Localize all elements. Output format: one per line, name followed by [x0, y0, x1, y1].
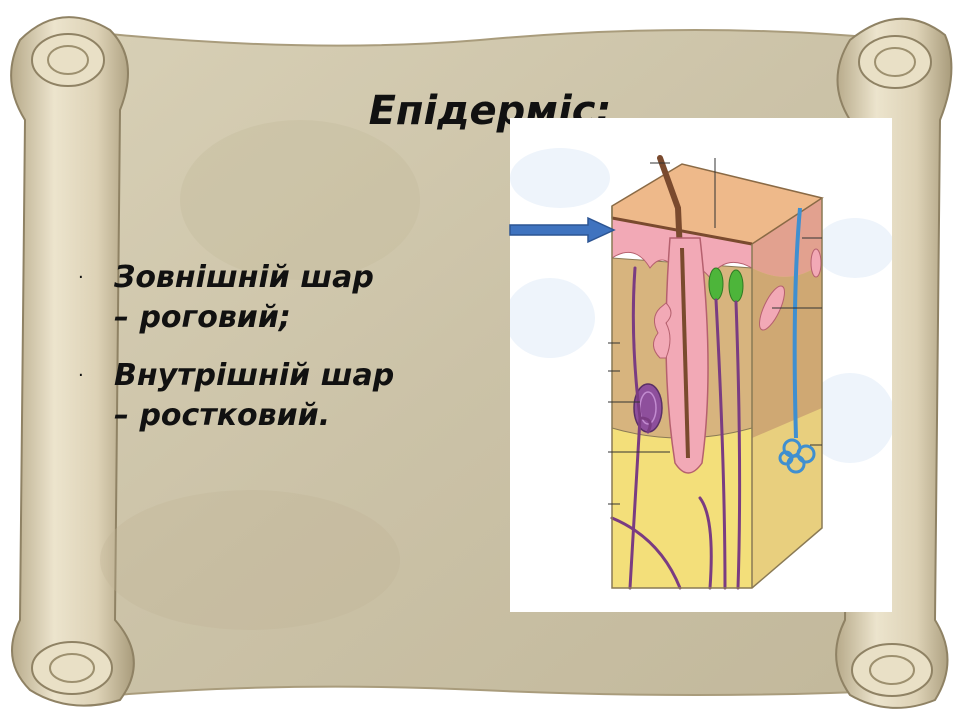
sebaceous-gland	[708, 267, 724, 301]
label-pointer-lines	[608, 158, 822, 505]
bullet-list: · Зовнішній шар – роговий; · Внутрішній …	[70, 258, 510, 454]
bullet-text-line: – роговий;	[114, 300, 291, 335]
sweat-gland-duct	[792, 207, 802, 439]
right-roll-curl-top	[858, 35, 932, 89]
bullet-item-inner-layer: · Внутрішній шар – ростковий.	[70, 356, 510, 436]
bullet-icon: ·	[78, 267, 84, 288]
left-scroll-roll	[10, 16, 135, 707]
left-roll-curl-top	[31, 33, 105, 87]
skin-cross-section-diagram	[510, 118, 892, 612]
sweat-gland-coil	[778, 438, 816, 474]
right-arrow-icon	[509, 216, 616, 244]
bullet-text-line: Внутрішній шар	[114, 358, 395, 393]
sebaceous-gland	[728, 269, 744, 303]
bullet-text-line: – ростковий.	[114, 398, 331, 433]
bullet-text-line: Зовнішній шар	[114, 260, 374, 295]
pink-gland	[653, 302, 672, 359]
bullet-item-outer-layer: · Зовнішній шар – роговий;	[70, 258, 510, 338]
right-roll-curl-bottom	[851, 643, 933, 697]
nerve-fibers	[610, 266, 742, 590]
bullet-icon: ·	[78, 365, 84, 386]
left-roll-curl-bottom	[31, 641, 113, 695]
